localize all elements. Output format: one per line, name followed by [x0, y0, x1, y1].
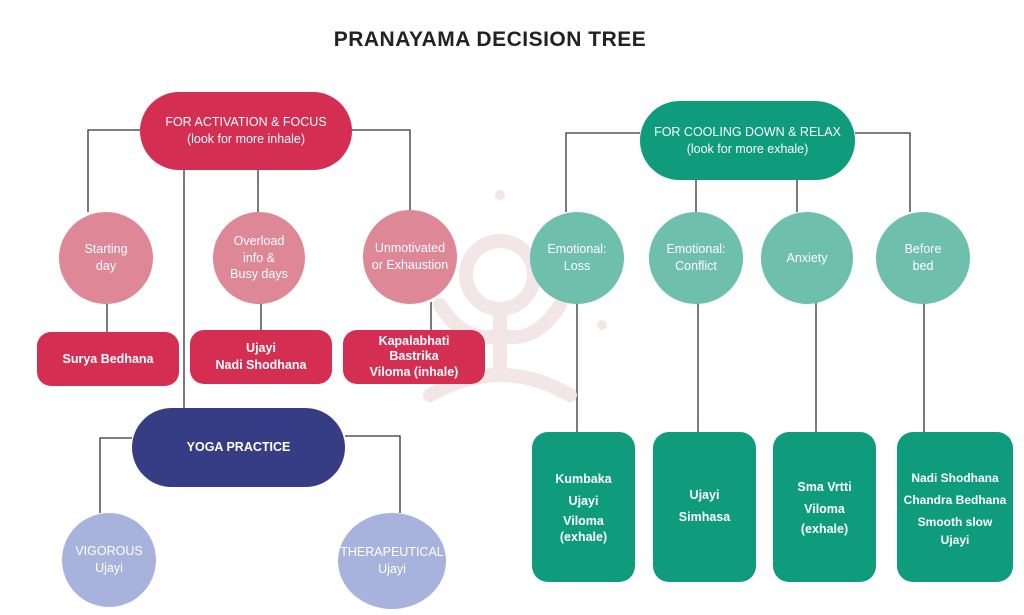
- yoga-vigorous-line2: Ujayi: [95, 561, 123, 575]
- situation-anxiety-line1: Anxiety: [786, 250, 828, 265]
- connector-yoga-vigorous: [99, 437, 132, 513]
- practice-nadi-shodhana: Nadi Shodhana Chandra Bedhana Smooth slo…: [897, 432, 1013, 582]
- connector-activation-unmotivated: [352, 129, 411, 212]
- situation-unmotivated-line1: Unmotivated: [374, 241, 446, 256]
- situation-starting-day-line1: Starting: [84, 242, 128, 257]
- connector-cooling-loss: [565, 132, 640, 212]
- situation-starting-day: Starting day: [59, 212, 153, 304]
- practice-nadi-shodhana-line2: Chandra Bedhana: [903, 492, 1007, 507]
- yoga-therapeutical: THERAPEUTICAL Ujayi: [338, 513, 446, 609]
- practice-surya-bedhana: Surya Bedhana: [37, 332, 179, 386]
- cooling-header-subtitle: (look for more exhale): [686, 141, 809, 156]
- situation-overload-line3: Busy days: [230, 267, 288, 282]
- yoga-practice-header: YOGA PRACTICE: [132, 408, 345, 487]
- yoga-therapeutical-line1: THERAPEUTICAL: [340, 545, 444, 560]
- page-title: PRANAYAMA DECISION TREE: [333, 28, 647, 51]
- cooling-header: FOR COOLING DOWN & RELAX (look for more …: [640, 101, 855, 180]
- practice-kumbaka: Kumbaka Ujayi Viloma (exhale): [532, 432, 635, 582]
- yoga-therapeutical-line2: Ujayi: [378, 562, 406, 576]
- connector-activation-starting: [87, 129, 140, 212]
- activation-header-title: FOR ACTIVATION & FOCUS: [165, 115, 327, 130]
- activation-header-subtitle: (look for more inhale): [186, 132, 306, 146]
- practice-kumbaka-line1: Kumbaka: [555, 471, 612, 486]
- situation-emotional-conflict-line1: Emotional:: [666, 242, 726, 257]
- practice-surya-bedhana-line1: Surya Bedhana: [62, 351, 154, 366]
- yoga-vigorous-line1: VIGOROUS: [75, 544, 143, 559]
- connector-cooling-bed: [855, 132, 911, 212]
- practice-kapalabhati-line1: Kapalabhati: [378, 333, 450, 348]
- situation-overload-line2: info &: [243, 250, 275, 265]
- practice-nadi-shodhana-line3: Smooth slow: [917, 514, 993, 529]
- practice-ujayi-nadi: Ujayi Nadi Shodhana: [190, 330, 332, 384]
- yoga-vigorous: VIGOROUS Ujayi: [62, 513, 156, 607]
- situation-before-bed-line1: Before: [904, 242, 942, 257]
- situation-before-bed-line2: bed: [912, 259, 934, 273]
- activation-header: FOR ACTIVATION & FOCUS (look for more in…: [140, 92, 352, 170]
- situation-starting-day-line2: day: [95, 259, 117, 273]
- practice-sma-vrtti-line2: Viloma: [804, 501, 845, 516]
- practice-kapalabhati-line2: Bastrika: [389, 349, 439, 364]
- practice-kumbaka-line3: Viloma: [563, 513, 604, 528]
- situation-emotional-conflict-line2: Conflict: [675, 259, 717, 273]
- situation-overload: Overload info & Busy days: [213, 212, 305, 304]
- practice-nadi-shodhana-line1: Nadi Shodhana: [911, 470, 999, 485]
- situation-unmotivated-line2: or Exhaustion: [371, 258, 449, 272]
- connector-yoga-therapeutical: [345, 435, 401, 513]
- practice-ujayi-simhasa: Ujayi Simhasa: [653, 432, 756, 582]
- practice-kumbaka-line2: Ujayi: [568, 493, 599, 508]
- yoga-practice-header-label: YOGA PRACTICE: [186, 440, 291, 455]
- practice-sma-vrtti-line3: (exhale): [800, 521, 849, 536]
- situation-emotional-conflict: Emotional: Conflict: [649, 212, 743, 304]
- practice-nadi-shodhana-line4: Ujayi: [940, 533, 970, 548]
- cooling-header-title: FOR COOLING DOWN & RELAX: [654, 124, 841, 139]
- situation-anxiety: Anxiety: [761, 212, 853, 304]
- situation-unmotivated: Unmotivated or Exhaustion: [363, 210, 457, 304]
- practice-ujayi-simhasa-line1: Ujayi: [689, 488, 720, 503]
- practice-kumbaka-line4: (exhale): [559, 529, 608, 544]
- practice-kapalabhati: Kapalabhati Bastrika Viloma (inhale): [343, 330, 485, 384]
- situation-emotional-loss: Emotional: Loss: [530, 212, 624, 304]
- situation-before-bed: Before bed: [876, 212, 970, 304]
- practice-ujayi-simhasa-line2: Simhasa: [678, 510, 731, 524]
- practice-sma-vrtti-line1: Sma Vrtti: [797, 480, 852, 494]
- practice-ujayi-nadi-line1: Ujayi: [246, 341, 276, 356]
- situation-emotional-loss-line2: Loss: [563, 259, 591, 273]
- practice-kapalabhati-line3: Viloma (inhale): [369, 364, 459, 379]
- practice-ujayi-nadi-line2: Nadi Shodhana: [215, 358, 307, 372]
- practice-sma-vrtti: Sma Vrtti Viloma (exhale): [773, 432, 876, 582]
- situation-overload-line1: Overload: [233, 233, 285, 248]
- situation-emotional-loss-line1: Emotional:: [547, 242, 607, 257]
